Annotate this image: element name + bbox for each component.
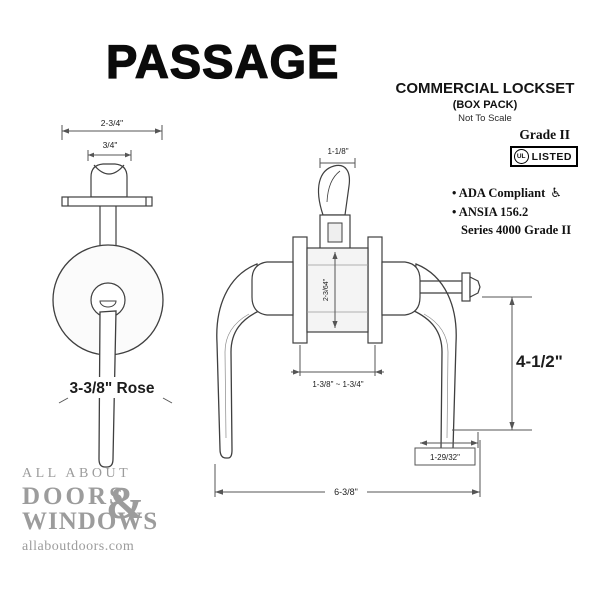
rose-diameter-label: 3-3/8" Rose — [70, 380, 155, 397]
page-title: PASSAGE — [105, 34, 340, 88]
dim-lever-top-label: 1-1/8" — [327, 147, 348, 156]
front-dim-lever-label: 3/4" — [103, 140, 118, 150]
right-lever-hub — [381, 261, 421, 316]
front-dim-overall-lines — [61, 125, 163, 140]
watermark-windows: WINDOWS — [22, 508, 159, 535]
dim-lever-top-lines — [319, 158, 356, 168]
ul-listed-badge: UL LISTED — [509, 146, 578, 167]
left-lever-highlight — [224, 313, 250, 439]
dim-overall-length-label: 6-3/8" — [334, 487, 358, 497]
grade-label: Grade II — [519, 127, 570, 142]
chassis-body — [306, 247, 369, 333]
left-lever-hub — [251, 261, 294, 316]
series-label: Series 4000 Grade II — [461, 223, 572, 237]
right-lever-highlight — [423, 313, 449, 439]
spindle-detail — [99, 300, 117, 308]
feature-ansi: • ANSIA 156.2 — [452, 205, 529, 219]
left-lever — [216, 263, 262, 459]
spindle-block — [327, 222, 343, 243]
dim-door-range-label: 1-3/8" ~ 1-3/4" — [312, 380, 363, 389]
chassis-detail-lines — [307, 264, 368, 313]
dim-overall-length-lines — [214, 440, 481, 497]
dim-height-lines — [452, 296, 532, 431]
right-rose-plate — [367, 236, 383, 344]
top-lever-fin — [317, 164, 351, 216]
rose-label-backing — [53, 377, 171, 398]
box-pack-label: (BOX PACK) — [452, 99, 518, 111]
watermark-ampersand: & — [106, 477, 145, 528]
feature-list: • ADA Compliant ♿ • ANSIA 156.2 Series 40… — [452, 184, 571, 239]
dim-lever-offset-lines — [420, 432, 479, 448]
top-lever-fin-detail — [326, 170, 341, 203]
product-header: COMMERCIAL LOCKSET (BOX PACK) Not To Sca… — [372, 80, 598, 237]
dim-height-label: 4-1/2" — [516, 352, 563, 371]
dim-chassis-label: 2-3/64" — [323, 278, 330, 301]
feature-ada-label: • ADA Compliant — [452, 186, 546, 200]
scale-note: Not To Scale — [458, 113, 512, 124]
dim-lever-offset-box — [414, 447, 476, 466]
ul-listed-label: LISTED — [531, 150, 572, 163]
ul-certification-icon: UL — [513, 149, 529, 164]
watermark-url: allaboutdoors.com — [22, 539, 135, 554]
rose-label-ticks — [58, 397, 173, 404]
dim-door-range-lines — [291, 345, 384, 376]
left-rose-plate — [292, 236, 308, 344]
feature-ada: • ADA Compliant ♿ — [452, 184, 571, 203]
front-view-drawing: 2-3/4" 3/4" 3-3/8" Rose — [52, 118, 173, 468]
front-dim-overall-label: 2-3/4" — [101, 118, 123, 128]
product-title: COMMERCIAL LOCKSET — [395, 80, 575, 97]
front-dim-lever-lines — [87, 150, 132, 161]
watermark-doors: DOORS — [22, 483, 126, 510]
latch-assembly — [420, 272, 481, 302]
wheelchair-icon: ♿ — [550, 186, 562, 201]
lever-top-view — [90, 163, 128, 198]
watermark-logo: ALL ABOUT DOORS & WINDOWS allaboutdoors.… — [22, 466, 192, 555]
stem — [99, 206, 117, 246]
watermark-all-about: ALL ABOUT — [22, 466, 132, 481]
dim-lever-offset-label: 1-29/32" — [430, 453, 460, 462]
escutcheon-plate — [61, 196, 153, 207]
side-view-drawing: 1-1/8" 2-3/64" 1-3/8" ~ 1-3/4" 4-1/2" 1-… — [214, 147, 563, 497]
dim-lever-offset-arrows — [420, 440, 478, 446]
